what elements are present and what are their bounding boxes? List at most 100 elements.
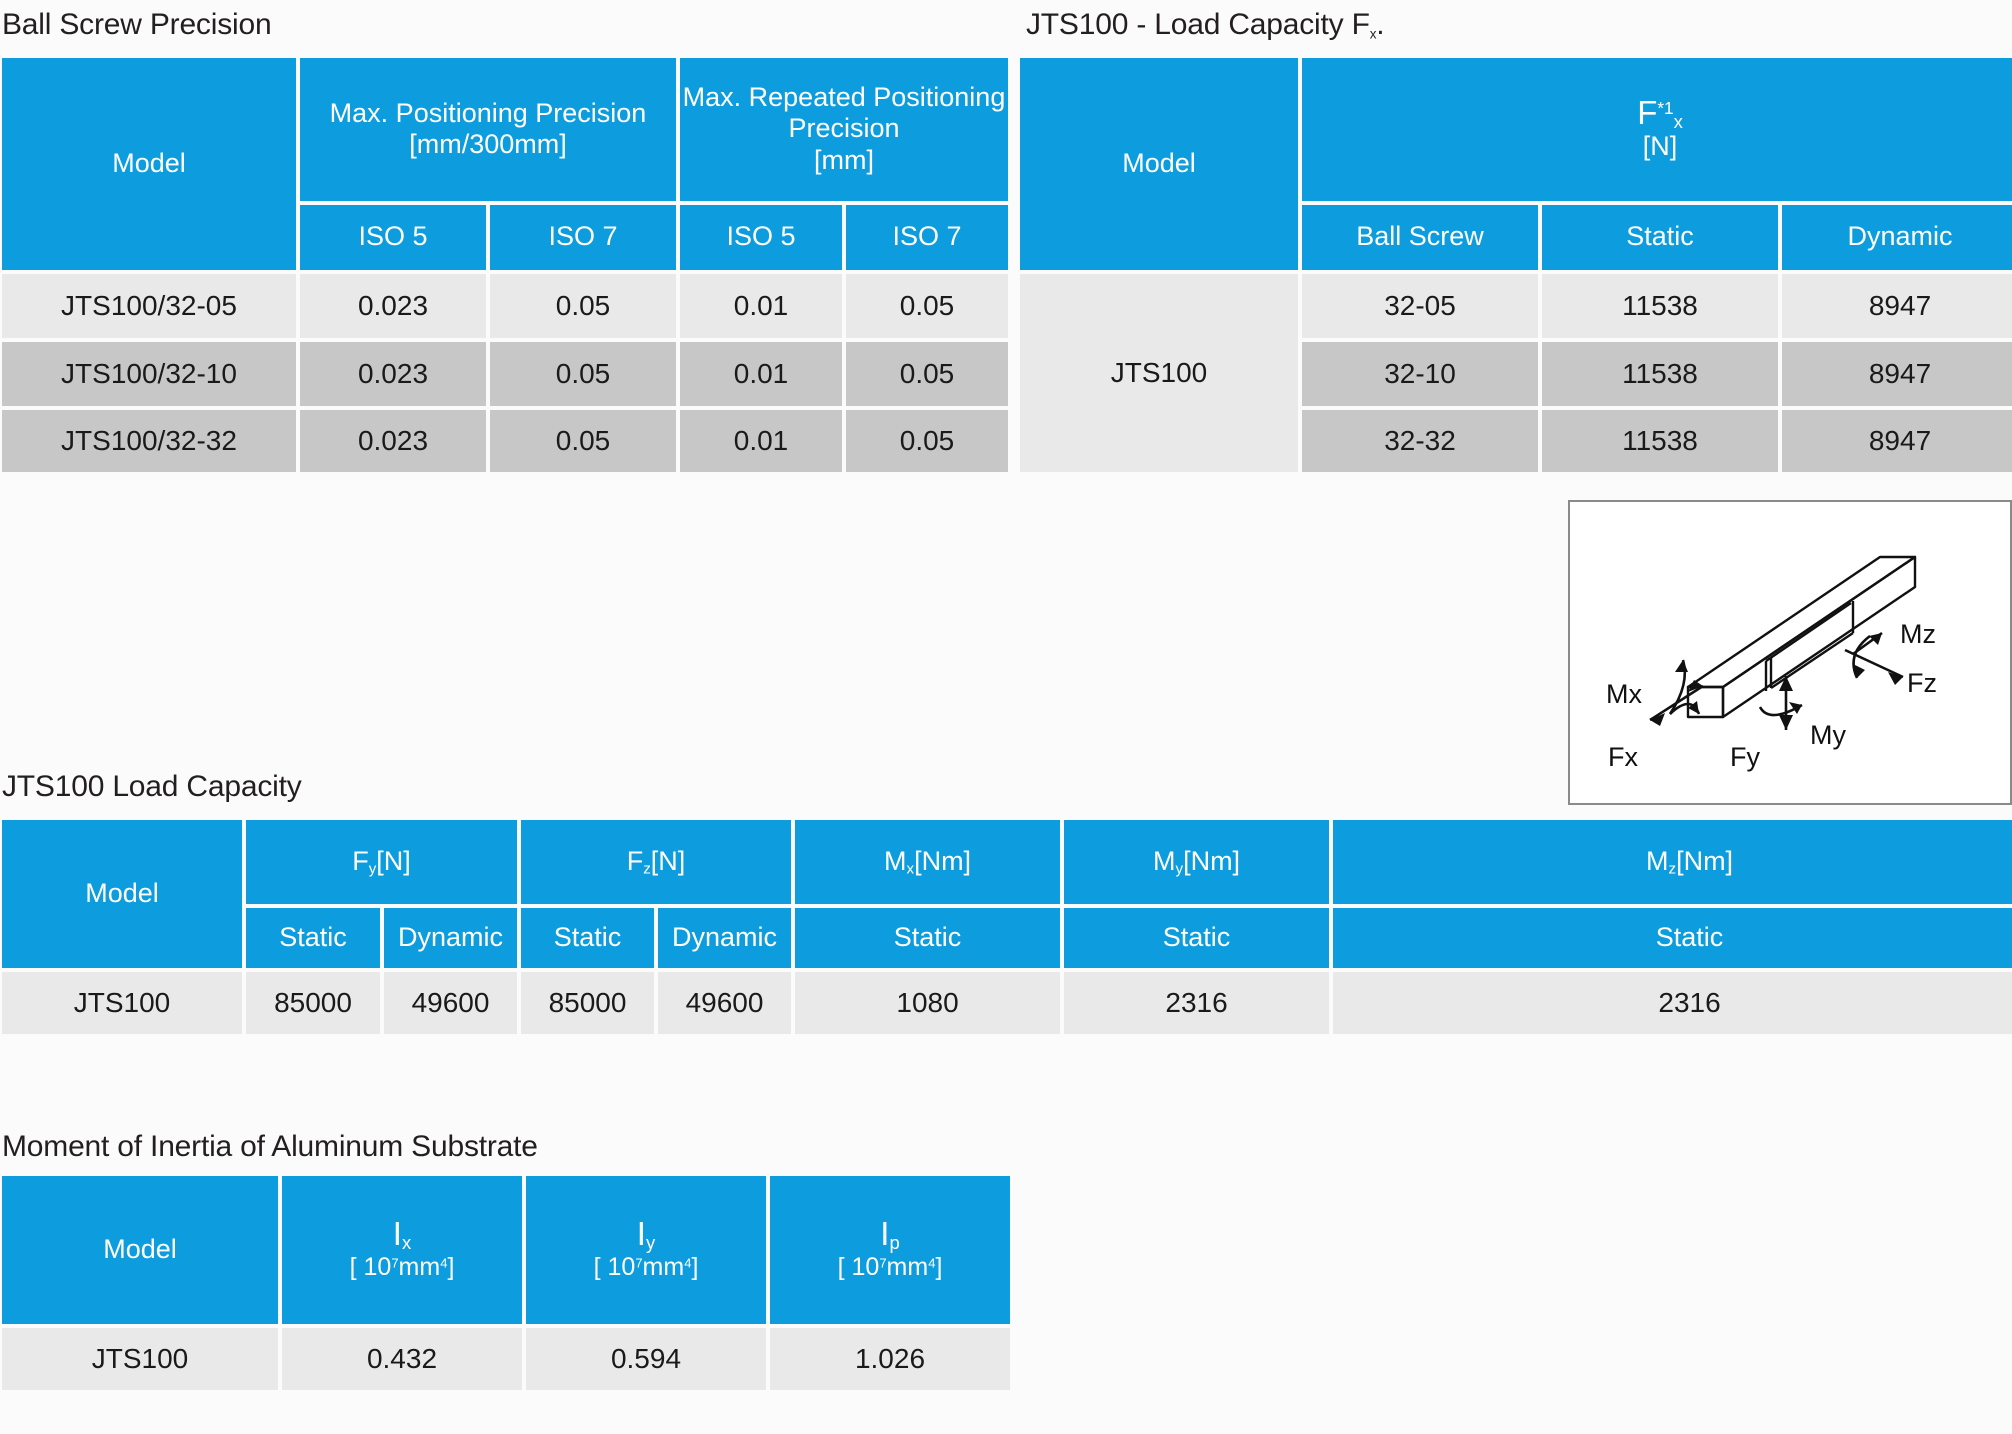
header-my-subscript: y bbox=[1175, 860, 1184, 878]
subheader-iso7-repeated: ISO 7 bbox=[846, 204, 1008, 270]
subheader-fz-dynamic: Dynamic bbox=[658, 908, 792, 968]
unit-open: [ 10 bbox=[349, 1253, 392, 1282]
header-ip: Ip [ 107mm4] bbox=[770, 1176, 1010, 1324]
header-ix: Ix [ 107mm4] bbox=[282, 1176, 522, 1324]
diagram-label-my: My bbox=[1810, 720, 1846, 750]
table-row: JTS100/32-32 0.023 0.05 0.01 0.05 bbox=[2, 410, 1008, 472]
cell-ball-screw: 32-05 bbox=[1302, 274, 1538, 338]
subheader-iso5-repeated: ISO 5 bbox=[680, 204, 842, 270]
cell-value: 0.01 bbox=[680, 410, 842, 472]
cell-model: JTS100 bbox=[2, 972, 242, 1034]
header-my-symbol: M bbox=[1153, 846, 1176, 877]
header-fy-unit: [N] bbox=[376, 846, 411, 877]
header-fx-superscript: *1 bbox=[1657, 97, 1674, 118]
header-max-positioning-label: Max. Positioning Precision bbox=[329, 97, 647, 128]
unit-mid: mm bbox=[398, 1253, 441, 1282]
cell-value: 49600 bbox=[658, 972, 792, 1034]
cell-value: 0.01 bbox=[680, 274, 842, 338]
table-subheader-row: Static Dynamic Static Dynamic Static Sta… bbox=[2, 908, 2012, 968]
subheader-fy-dynamic: Dynamic bbox=[384, 908, 518, 968]
header-model: Model bbox=[2, 58, 296, 270]
header-max-repeated-label: Max. Repeated Positioning Precision bbox=[682, 81, 1006, 144]
diagram-label-fy: Fy bbox=[1730, 742, 1760, 772]
header-ip-subscript: p bbox=[889, 1232, 900, 1254]
table-row: JTS100/32-05 0.023 0.05 0.01 0.05 bbox=[2, 274, 1008, 338]
header-fy-subscript: y bbox=[368, 860, 377, 878]
header-ix-subscript: x bbox=[401, 1232, 412, 1254]
header-fy-group: Fy[N] bbox=[246, 820, 518, 904]
cell-static: 11538 bbox=[1542, 274, 1778, 338]
jts100-load-capacity-table: Model Fy[N] Fz[N] Mx[Nm] My[Nm] Mz[Nm] S… bbox=[0, 816, 2012, 1038]
table-header-row: Model Ix [ 107mm4] Iy [ 107mm4] Ip [ 107… bbox=[2, 1176, 1010, 1324]
header-mx-unit: [Nm] bbox=[914, 846, 972, 877]
ball-screw-precision-title: Ball Screw Precision bbox=[2, 8, 272, 41]
header-iy: Iy [ 107mm4] bbox=[526, 1176, 766, 1324]
cell-ball-screw: 32-10 bbox=[1302, 342, 1538, 406]
subheader-fy-static: Static bbox=[246, 908, 380, 968]
load-capacity-fx-title-suffix: . bbox=[1376, 8, 1385, 41]
jts100-load-capacity-title: JTS100 Load Capacity bbox=[2, 770, 302, 803]
cell-value: 0.05 bbox=[846, 274, 1008, 338]
header-max-positioning: Max. Positioning Precision [mm/300mm] bbox=[300, 58, 676, 201]
unit-exp: 7 bbox=[635, 1255, 643, 1271]
unit-mid: mm bbox=[886, 1253, 929, 1282]
header-max-positioning-unit: [mm/300mm] bbox=[409, 129, 567, 160]
cell-model: JTS100 bbox=[1020, 274, 1298, 472]
header-ip-symbol: I bbox=[880, 1215, 890, 1253]
header-mz-subscript: z bbox=[1668, 860, 1677, 878]
header-fz-unit: [N] bbox=[650, 846, 686, 877]
header-fx-subscript: x bbox=[1673, 110, 1683, 132]
header-model: Model bbox=[1020, 58, 1298, 270]
subheader-mz-static: Static bbox=[1333, 908, 2012, 968]
header-fz-group: Fz[N] bbox=[521, 820, 792, 904]
cell-static: 11538 bbox=[1542, 342, 1778, 406]
header-iy-subscript: y bbox=[645, 1232, 656, 1254]
header-fz-subscript: z bbox=[643, 860, 651, 878]
subheader-mx-static: Static bbox=[795, 908, 1061, 968]
unit-exp2: 4 bbox=[684, 1255, 692, 1271]
cell-value: 85000 bbox=[246, 972, 380, 1034]
cell-dynamic: 8947 bbox=[1782, 410, 2012, 472]
cell-value: 0.05 bbox=[846, 410, 1008, 472]
cell-value: 0.05 bbox=[490, 410, 676, 472]
header-iy-symbol: I bbox=[636, 1215, 646, 1253]
table-header-row: Model F*1x [N] bbox=[1020, 58, 2012, 270]
cell-model: JTS100/32-05 bbox=[2, 274, 296, 338]
header-fy-symbol: F bbox=[352, 846, 369, 877]
diagram-label-mz: Mz bbox=[1900, 619, 1936, 649]
header-ix-symbol: I bbox=[392, 1215, 402, 1253]
table-row: 32-10 11538 8947 bbox=[1020, 342, 2012, 406]
header-fx-symbol: F*1x bbox=[1637, 94, 1683, 131]
cell-dynamic: 8947 bbox=[1782, 342, 2012, 406]
header-my-group: My[Nm] bbox=[1064, 820, 1330, 904]
table-row: 32-32 11538 8947 bbox=[1020, 410, 2012, 472]
header-ix-unit: [ 107mm4] bbox=[282, 1253, 522, 1283]
cell-ball-screw: 32-32 bbox=[1302, 410, 1538, 472]
force-moment-diagram-svg: Mx Fx Fy My Mz Fz bbox=[1606, 555, 1937, 772]
moment-of-inertia-table: Model Ix [ 107mm4] Iy [ 107mm4] Ip [ 107… bbox=[0, 1172, 1014, 1394]
cell-model: JTS100 bbox=[2, 1328, 278, 1390]
load-capacity-fx-title-sub: x bbox=[1369, 26, 1377, 42]
table-row: JTS100 0.432 0.594 1.026 bbox=[2, 1328, 1010, 1390]
header-mz-group: Mz[Nm] bbox=[1333, 820, 2012, 904]
header-model: Model bbox=[2, 1176, 278, 1324]
header-max-repeated: Max. Repeated Positioning Precision [mm] bbox=[680, 58, 1008, 201]
header-ip-unit: [ 107mm4] bbox=[770, 1253, 1010, 1283]
table-header-row: Model Fy[N] Fz[N] Mx[Nm] My[Nm] Mz[Nm] bbox=[2, 820, 2012, 968]
cell-value: 49600 bbox=[384, 972, 518, 1034]
unit-open: [ 10 bbox=[593, 1253, 636, 1282]
moment-of-inertia-title: Moment of Inertia of Aluminum Substrate bbox=[2, 1130, 538, 1163]
cell-value: 0.05 bbox=[490, 342, 676, 406]
cell-static: 11538 bbox=[1542, 410, 1778, 472]
subheader-fz-static: Static bbox=[521, 908, 655, 968]
subheader-iso7-positioning: ISO 7 bbox=[490, 204, 676, 270]
unit-close: ] bbox=[691, 1253, 699, 1282]
cell-value: 0.023 bbox=[300, 410, 486, 472]
header-fx-group: F*1x [N] bbox=[1302, 58, 2012, 201]
ball-screw-precision-table: Model Max. Positioning Precision [mm/300… bbox=[0, 54, 1012, 476]
unit-exp2: 4 bbox=[928, 1255, 936, 1271]
header-mz-unit: [Nm] bbox=[1676, 846, 1734, 877]
cell-value: 0.023 bbox=[300, 274, 486, 338]
unit-exp2: 4 bbox=[440, 1255, 448, 1271]
cell-value: 0.01 bbox=[680, 342, 842, 406]
